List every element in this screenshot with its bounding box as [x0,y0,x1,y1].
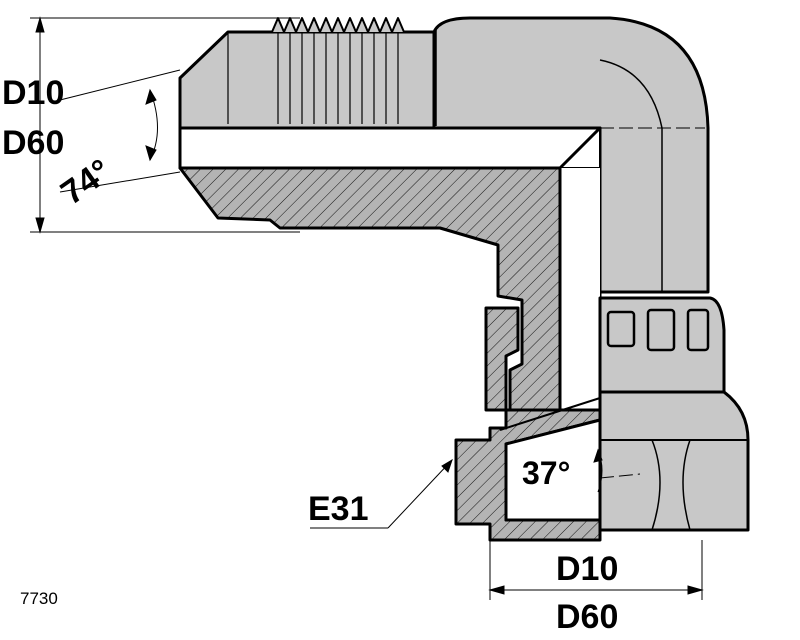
left-dimension-lines [30,16,300,234]
label-d60-bottom: D60 [556,598,618,636]
label-d60-left: D60 [2,124,64,162]
swivel-nut [598,296,750,532]
label-reference-number: 7730 [20,589,58,608]
cone-angle-marker [593,448,603,493]
label-d10-left: D10 [2,74,64,112]
elbow-body [432,16,710,294]
bottom-dimension-lines [488,540,704,600]
sectioned-body [178,126,602,412]
label-callout-e31: E31 [308,490,369,528]
label-angle-cone: 37° [522,455,570,491]
label-d10-bottom: D10 [556,550,618,588]
swivel-nut-section [454,306,602,542]
callout-leader [310,458,453,529]
male-flare-end [178,17,436,130]
